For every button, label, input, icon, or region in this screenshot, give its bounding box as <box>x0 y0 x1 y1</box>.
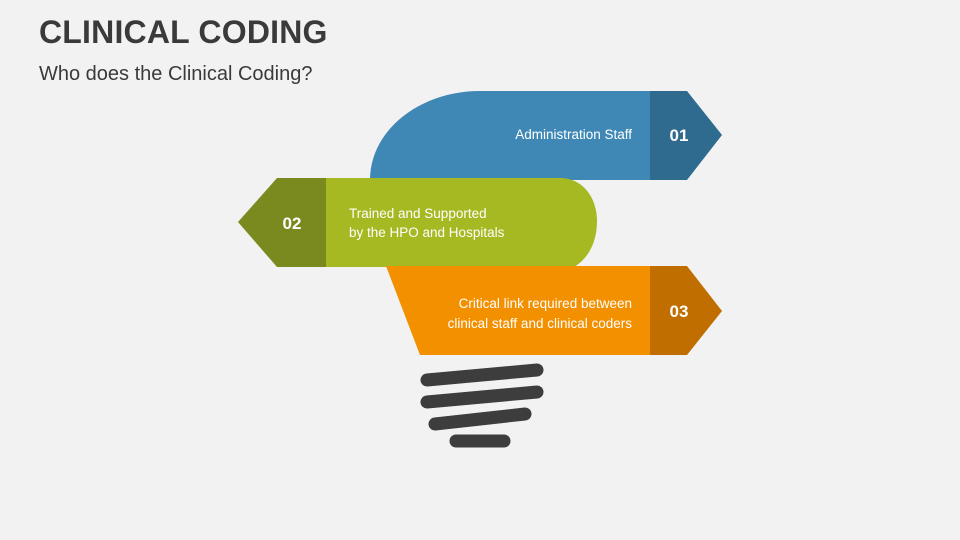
bulb-thread-3 <box>428 407 532 431</box>
step-02-label-line-1: Trained and Supported <box>349 206 487 221</box>
step-01: Administration Staff 01 <box>370 91 722 180</box>
bulb-thread-1 <box>420 363 544 387</box>
step-02-tab <box>238 178 326 267</box>
bulb-thread-2 <box>420 385 544 409</box>
page-subtitle: Who does the Clinical Coding? <box>39 63 313 85</box>
step-02-band <box>326 178 597 267</box>
step-02-label-line-2: by the HPO and Hospitals <box>349 225 505 240</box>
step-02-number: 02 <box>283 214 302 233</box>
step-03-number: 03 <box>670 302 689 321</box>
step-01-label: Administration Staff <box>515 127 632 142</box>
page-title: CLINICAL CODING <box>39 14 328 50</box>
step-01-number: 01 <box>670 126 689 145</box>
bulb-base <box>420 363 544 448</box>
step-03: Critical link required between clinical … <box>386 266 722 355</box>
step-02: Trained and Supported by the HPO and Hos… <box>238 178 597 267</box>
step-03-tab <box>650 266 722 355</box>
step-01-band <box>370 91 650 180</box>
step-01-tab <box>650 91 722 180</box>
step-03-label-line-1: Critical link required between <box>459 296 632 311</box>
step-03-band <box>386 266 650 355</box>
step-03-label-line-2: clinical staff and clinical coders <box>448 316 633 331</box>
